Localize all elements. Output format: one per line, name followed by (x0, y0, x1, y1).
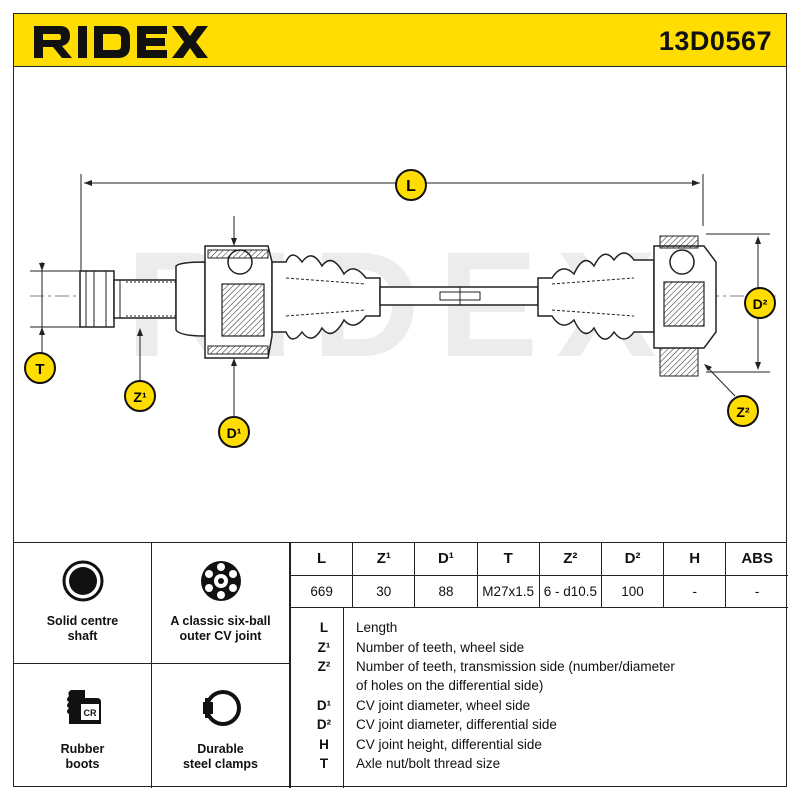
six-ball-joint-icon (201, 561, 241, 601)
spec-value: 88 (414, 575, 478, 609)
legend-row: Z² Number of teeth, transmission side (n… (317, 659, 675, 674)
spec-value: 669 (289, 575, 353, 609)
spec-value: 100 (600, 575, 664, 609)
spec-value: 30 (352, 575, 415, 609)
legend-row: L Length (319, 620, 398, 635)
legend-row: D¹ CV joint diameter, wheel side (316, 698, 531, 713)
drawing-frame (13, 66, 787, 542)
spec-header: D¹ (414, 543, 478, 576)
spec-header: T (476, 543, 540, 576)
legend-row: H CV joint height, differential side (319, 737, 542, 752)
label-Z1: Z¹ (133, 389, 147, 405)
label-L: L (406, 178, 416, 195)
spec-header: D² (600, 543, 664, 576)
legend-row: of holes on the differential side) (356, 678, 544, 693)
spec-value: - (725, 575, 788, 609)
legend-divider (343, 608, 344, 788)
spec-header: Z² (538, 543, 602, 576)
legend-row: D² CV joint diameter, differential side (316, 717, 557, 732)
label-D1: D¹ (227, 425, 242, 441)
rubber-boot-icon: CR (67, 690, 101, 724)
spec-value: 6 - d10.5 (538, 575, 602, 609)
spec-header: L (289, 543, 353, 576)
solid-shaft-icon (62, 560, 104, 602)
header-bar: 13D0567 (13, 13, 787, 67)
brand-logo (34, 26, 208, 58)
spec-value: - (663, 575, 726, 609)
spec-table: L Z¹ D¹ T Z² D² H ABS 669 30 88 M27x1.5 … (289, 543, 788, 609)
spec-header: H (663, 543, 726, 576)
legend-row: Z¹ Number of teeth, wheel side (317, 640, 525, 655)
spec-value: M27x1.5 (476, 575, 540, 609)
svg-text:CR: CR (84, 708, 97, 718)
label-T: T (35, 361, 44, 378)
spec-header: ABS (725, 543, 788, 576)
spec-header: Z¹ (352, 543, 415, 576)
label-D2: D² (753, 296, 768, 312)
spec-value-row: 669 30 88 M27x1.5 6 - d10.5 100 - - (289, 575, 788, 609)
legend-row: T Axle nut/bolt thread size (319, 756, 501, 771)
spec-header-row: L Z¹ D¹ T Z² D² H ABS (289, 543, 788, 576)
drive-shaft-drawing: RIDEX L D² T (24, 169, 780, 448)
part-number: 13D0567 (658, 26, 772, 56)
label-Z2: Z² (736, 404, 750, 420)
legend: L Length Z¹ Number of teeth, wheel side … (290, 608, 788, 788)
steel-clamp-icon (203, 690, 241, 726)
